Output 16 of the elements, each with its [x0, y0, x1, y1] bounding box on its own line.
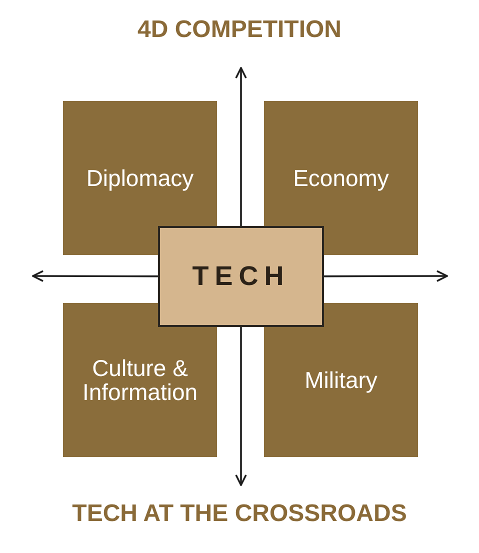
arrow — [235, 327, 247, 486]
topic-label: Military — [304, 368, 378, 392]
topic-box — [63, 303, 217, 457]
center-label: TECH — [192, 261, 290, 292]
topic-label: Culture & Information — [81, 356, 199, 404]
center-box — [158, 226, 324, 327]
topic-label: Diplomacy — [86, 166, 194, 190]
arrow — [235, 67, 247, 226]
topic-label: Economy — [293, 166, 389, 190]
caption: TECH AT THE CROSSROADS — [72, 500, 407, 528]
title: 4D COMPETITION — [137, 16, 342, 44]
arrow — [324, 270, 448, 282]
arrow — [32, 270, 158, 282]
topic-box — [264, 303, 418, 457]
topic-box — [264, 101, 418, 255]
topic-box — [63, 101, 217, 255]
